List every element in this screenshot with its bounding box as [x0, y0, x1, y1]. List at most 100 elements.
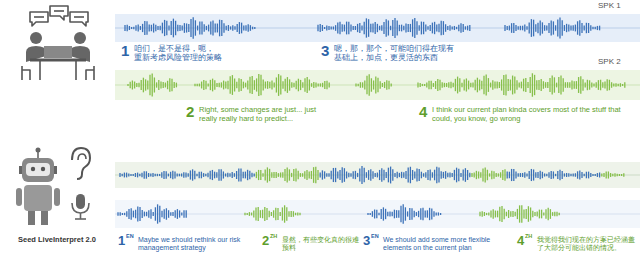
waveform-bar [554, 212, 555, 216]
waveform-bar [522, 26, 523, 31]
waveform-bar [585, 83, 586, 88]
waveform-bar [168, 210, 169, 218]
waveform-bar [166, 21, 167, 36]
waveform-bar [278, 173, 279, 177]
waveform-bar [482, 211, 483, 217]
waveform-bar [532, 211, 533, 218]
waveform-bar [527, 82, 528, 88]
waveform-bar [197, 26, 198, 31]
waveform-bar [533, 169, 534, 180]
waveform-bar [381, 168, 382, 182]
waveform-bar [162, 23, 163, 34]
waveform-bar [563, 78, 564, 91]
waveform-bar [513, 169, 514, 181]
waveform-bar [399, 173, 400, 177]
waveform-bar [267, 167, 268, 182]
waveform-bar [122, 174, 123, 176]
waveform-bar [139, 174, 140, 177]
waveform-bar [517, 209, 518, 219]
waveform-bar [168, 174, 169, 177]
waveform-bar [453, 83, 454, 88]
waveform-bar [134, 82, 135, 89]
waveform-bar [423, 173, 424, 177]
waveform-bar [597, 173, 598, 177]
waveform-bar [378, 213, 379, 216]
waveform-bar [228, 25, 229, 31]
waveform-bar [304, 78, 305, 92]
waveform-bar [471, 173, 472, 177]
waveform-bar [250, 25, 251, 31]
waveform-bar [439, 80, 440, 91]
waveform-bar [194, 171, 195, 179]
waveform-bar [372, 171, 373, 179]
waveform-bar [375, 173, 376, 177]
waveform-bar [375, 77, 376, 94]
waveform-bar [409, 208, 410, 220]
waveform-bar [358, 84, 359, 86]
waveform-bar [201, 82, 202, 89]
waveform-bar [530, 77, 531, 93]
waveform-bar [143, 78, 144, 93]
waveform-bar [138, 24, 139, 31]
callout-number: 1 [118, 234, 125, 249]
waveform-bar [493, 209, 494, 218]
waveform-bar [367, 213, 368, 215]
waveform-bar [410, 24, 411, 32]
robot-leg [28, 211, 35, 225]
waveform-bar [506, 212, 507, 217]
waveform-bar [147, 80, 148, 89]
waveform-bar [571, 80, 572, 89]
waveform-bar [454, 26, 455, 30]
waveform-bar [226, 26, 227, 30]
waveform-bar [124, 25, 125, 31]
waveform-bar [362, 82, 363, 87]
waveform-bar [418, 211, 419, 217]
utterance: 嗯，那，那个，可能咱们得在现有 基础上，加点，更灵活的东西 [334, 45, 456, 62]
waveform-bar [370, 169, 371, 180]
waveform-bar [260, 210, 261, 218]
waveform-bar [602, 82, 603, 88]
waveform-bar [495, 211, 496, 218]
waveform-bar [141, 80, 142, 90]
waveform-bar [298, 171, 299, 180]
waveform-bar [440, 213, 441, 215]
waveform-bar [537, 211, 538, 216]
waveform-bar [197, 84, 198, 86]
waveform-bar [253, 210, 254, 217]
waveform-bar [425, 172, 426, 178]
table-top [30, 59, 86, 62]
waveform-bar [432, 172, 433, 177]
waveform-bar [455, 79, 456, 91]
waveform-bar [273, 210, 274, 217]
waveform-bar [304, 171, 305, 178]
utterance: 咱们，是不是得，呃， 重新考虑风险管理的策略 [134, 45, 234, 62]
waveform-bar [176, 83, 177, 88]
microphone [80, 213, 82, 219]
waveform-bar [204, 24, 205, 32]
waveform-bar [490, 211, 491, 218]
waveform-bar [478, 171, 479, 178]
waveform-bar [324, 171, 325, 178]
robot-head [22, 158, 54, 182]
waveform-bar [252, 27, 253, 30]
waveform-bar [157, 26, 158, 30]
waveform-bar [243, 26, 244, 31]
waveform-bar [271, 80, 272, 89]
waveform-bar [609, 80, 610, 90]
waveform-bar [238, 78, 239, 91]
waveform-bar [236, 82, 237, 88]
waveform-bar [188, 173, 189, 177]
waveform-bar [192, 169, 193, 180]
waveform-bar [579, 171, 580, 180]
waveform-bar [604, 82, 605, 89]
meeting-icon [22, 6, 94, 80]
waveform-bar [355, 171, 356, 179]
waveform-bar [487, 170, 488, 180]
waveform-bar [543, 81, 544, 89]
waveform-bar [618, 84, 619, 86]
waveform-bar [598, 80, 599, 90]
waveform-bar [201, 21, 202, 34]
waveform-bar [486, 213, 487, 215]
waveform-bar [344, 168, 345, 182]
person-head [30, 32, 42, 44]
